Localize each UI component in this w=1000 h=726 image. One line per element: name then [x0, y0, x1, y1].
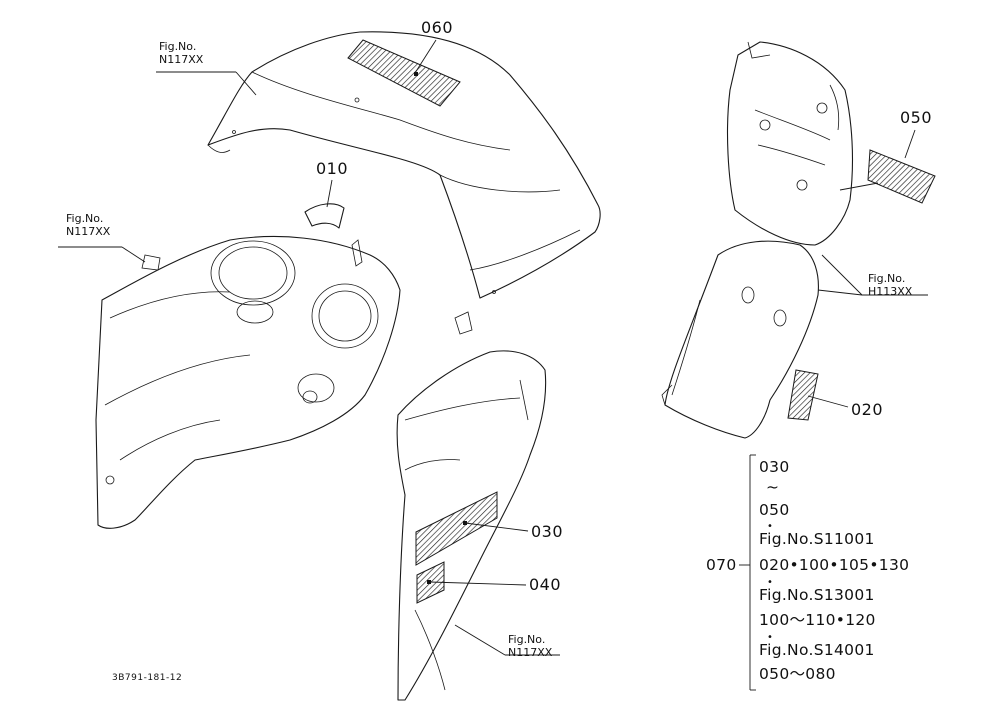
set-070-line-2: ~ [766, 478, 780, 496]
set-070-line-10: • [767, 632, 774, 643]
callout-030: 030 [531, 522, 564, 541]
decal-020 [787, 369, 819, 421]
decal-030 [415, 491, 498, 566]
hood-panel [207, 31, 601, 299]
set-070-line-3: 050 [759, 501, 790, 519]
fig-ref-top-hood: Fig.No.N117XX [159, 40, 204, 66]
callout-010: 010 [316, 159, 349, 178]
drawing-code: 3B791-181-12 [112, 673, 183, 683]
callout-040: 040 [529, 575, 562, 594]
decal-050 [867, 149, 936, 204]
callout-060: 060 [421, 18, 454, 37]
set-070-line-6: 020•100•105•130 [759, 556, 910, 574]
set-070-line-8: Fig.No.S13001 [759, 586, 875, 604]
fig-ref-right-bracket: Fig.No.H113XX [868, 272, 913, 298]
lower-bracket [661, 240, 819, 439]
set-070-line-11: Fig.No.S14001 [759, 641, 875, 659]
dash-panel [95, 235, 401, 529]
set-070-line-7: • [767, 577, 774, 588]
decal-060 [347, 39, 461, 107]
set-070-line-5: Fig.No.S11001 [759, 530, 875, 548]
part-010 [304, 203, 345, 229]
side-panel [396, 311, 547, 701]
callout-020: 020 [851, 400, 884, 419]
set-070-line-4: • [767, 521, 774, 532]
upper-bracket [726, 41, 854, 246]
fig-ref-bottom-panel: Fig.No.N117XX [508, 633, 553, 659]
callout-050: 050 [900, 108, 933, 127]
set-070-line-1: 030 [759, 458, 790, 476]
fig-ref-left-panel: Fig.No.N117XX [66, 212, 111, 238]
callout-070: 070 [706, 556, 737, 574]
set-070-line-12: 050～080 [759, 665, 836, 683]
set-070-line-9: 100～110•120 [759, 611, 876, 629]
